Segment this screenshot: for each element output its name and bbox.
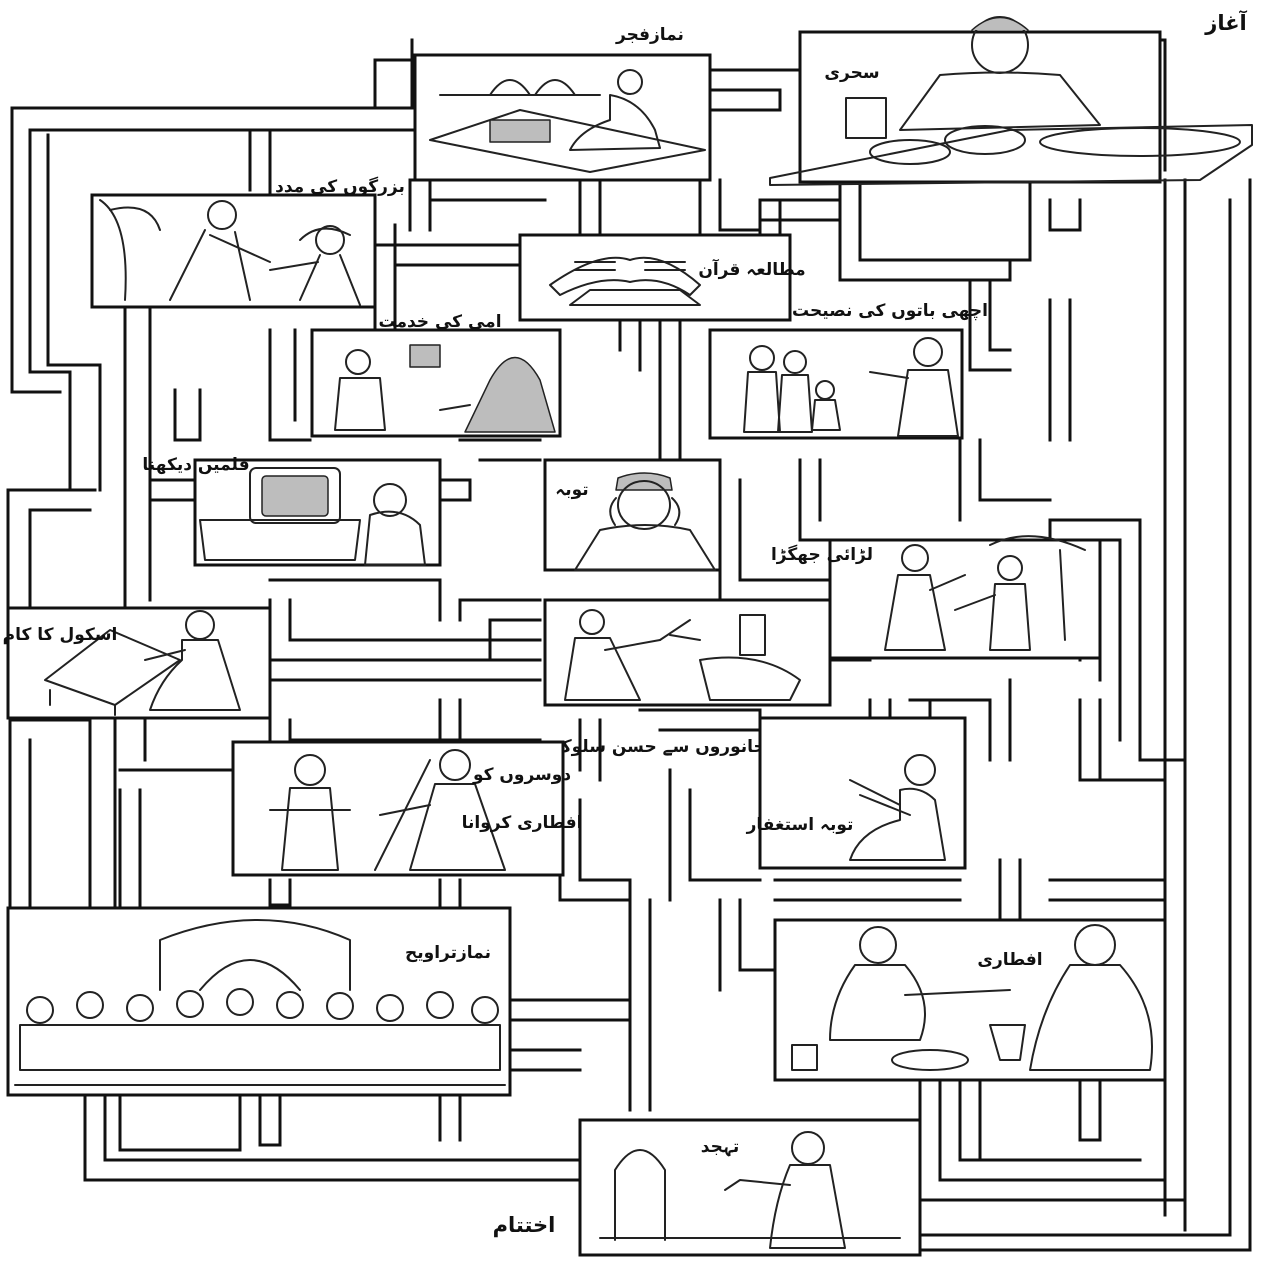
panel-good-advice[interactable]: اچھی باتوں کی نصیحت <box>710 301 988 438</box>
panel-iftar-others[interactable]: دوسروں کو افطاری کروانا <box>233 742 582 875</box>
label-good-advice: اچھی باتوں کی نصیحت <box>792 301 988 321</box>
panel-istighfar[interactable]: توبہ استغفار <box>746 718 965 868</box>
label-sehri: سحری <box>824 63 879 83</box>
panel-taraweeh[interactable]: نمازتراویح <box>8 908 510 1095</box>
label-animals: جانوروں سے حسن سلوک <box>554 737 766 757</box>
label-tauba: توبہ <box>555 480 588 500</box>
label-fighting: لڑائی جھگڑا <box>771 544 873 565</box>
label-istighfar: توبہ استغفار <box>746 815 854 835</box>
panel-watching-films[interactable]: فلمیں دیکھنا <box>142 455 440 565</box>
label-school-work: اسکول کا کام <box>3 625 118 645</box>
label-iftar-others-1: دوسروں کو <box>472 765 571 785</box>
start-label: آغاز <box>1204 10 1247 35</box>
label-fajr: نمازفجر <box>615 25 684 45</box>
panel-school-work[interactable]: اسکول کا کام <box>3 608 270 718</box>
panel-quran[interactable]: مطالعہ قرآن <box>520 235 806 320</box>
panel-helping-elders[interactable]: بزرگوں کی مدد <box>92 176 405 307</box>
panel-tahajjud[interactable]: تہجد <box>580 1120 920 1255</box>
end-label: اختتام <box>493 1213 556 1237</box>
panel-iftari[interactable]: افطاری <box>775 920 1165 1080</box>
label-iftari: افطاری <box>977 950 1042 970</box>
label-tahajjud: تہجد <box>701 1137 739 1157</box>
panel-tauba[interactable]: توبہ <box>545 460 720 570</box>
panel-fajr[interactable]: نمازفجر <box>415 25 710 180</box>
panel-serving-mother[interactable]: امی کی خدمت <box>312 312 560 436</box>
label-serving-mother: امی کی خدمت <box>378 312 501 332</box>
label-watching-films: فلمیں دیکھنا <box>142 455 249 475</box>
label-quran: مطالعہ قرآن <box>698 258 805 280</box>
label-taraweeh: نمازتراویح <box>405 943 491 963</box>
label-helping-elders: بزرگوں کی مدد <box>275 176 405 197</box>
label-iftar-others-2: افطاری کروانا <box>462 813 583 833</box>
panel-sehri[interactable]: سحری <box>770 17 1252 185</box>
